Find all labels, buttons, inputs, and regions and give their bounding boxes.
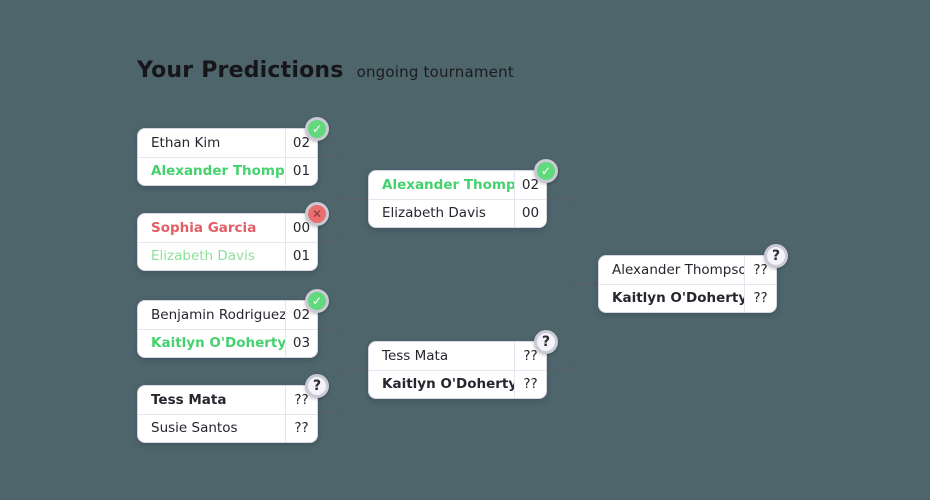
player-row: Alexander Thompson ?? xyxy=(599,256,776,284)
wrong-prediction-badge-icon: ✕ xyxy=(305,202,329,226)
player-score: ?? xyxy=(514,342,546,370)
player-score: 00 xyxy=(285,214,317,242)
pending-match-badge-icon: ? xyxy=(534,330,558,354)
player-row: Alexander Thompson 02 xyxy=(369,171,546,199)
player-name: Kaitlyn O'Doherty xyxy=(382,376,514,393)
connector-round1-top-stub xyxy=(342,199,368,200)
correct-prediction-badge-icon: ✓ xyxy=(534,159,558,183)
player-name: Elizabeth Davis xyxy=(382,205,486,222)
match-card[interactable]: Sophia Garcia 00 Elizabeth Davis 01 ✕ xyxy=(137,202,329,271)
player-name: Susie Santos xyxy=(151,420,238,437)
match-card[interactable]: Tess Mata ?? Susie Santos ?? ? xyxy=(137,374,329,443)
player-row: Elizabeth Davis 01 xyxy=(138,241,317,270)
player-row: Susie Santos ?? xyxy=(138,413,317,442)
player-score: ?? xyxy=(285,386,317,414)
player-name: Elizabeth Davis xyxy=(151,248,255,265)
player-row: Kaitlyn O'Doherty 03 xyxy=(138,328,317,357)
match-card[interactable]: Alexander Thompson 02 Elizabeth Davis 00… xyxy=(368,159,558,228)
pending-match-badge-icon: ? xyxy=(764,244,788,268)
player-name: Kaitlyn O'Doherty xyxy=(151,335,285,352)
player-name: Ethan Kim xyxy=(151,134,221,151)
player-score: 03 xyxy=(285,329,317,357)
player-score: 02 xyxy=(514,171,546,199)
connector-round1-top xyxy=(318,156,342,242)
player-row: Tess Mata ?? xyxy=(138,386,317,414)
player-score: 02 xyxy=(285,301,317,329)
correct-prediction-badge-icon: ✓ xyxy=(305,117,329,141)
match-card[interactable]: Alexander Thompson ?? Kaitlyn O'Doherty … xyxy=(598,244,788,313)
page-subtitle: ongoing tournament xyxy=(356,63,514,81)
player-name: Benjamin Rodriguez xyxy=(151,306,285,323)
match-card[interactable]: Tess Mata ?? Kaitlyn O'Doherty ?? ? xyxy=(368,330,558,399)
player-row: Kaitlyn O'Doherty ?? xyxy=(599,283,776,312)
match-card[interactable]: Benjamin Rodriguez 02 Kaitlyn O'Doherty … xyxy=(137,289,329,358)
player-name: Alexander Thompson xyxy=(151,163,285,180)
player-score: ?? xyxy=(744,284,776,312)
player-row: Benjamin Rodriguez 02 xyxy=(138,301,317,329)
correct-prediction-badge-icon: ✓ xyxy=(305,289,329,313)
connector-round1-bottom xyxy=(318,329,342,413)
pending-match-badge-icon: ? xyxy=(305,374,329,398)
bracket-header: Your Predictions ongoing tournament xyxy=(137,58,514,83)
player-row: Ethan Kim 02 xyxy=(138,129,317,157)
player-name: Kaitlyn O'Doherty xyxy=(612,290,744,307)
player-row: Sophia Garcia 00 xyxy=(138,214,317,242)
player-name: Alexander Thompson xyxy=(612,261,744,278)
connector-round2-stub xyxy=(572,284,598,285)
connector-round1-bottom-stub xyxy=(342,370,368,371)
page-title: Your Predictions xyxy=(137,58,344,83)
player-score: ?? xyxy=(744,256,776,284)
player-score: ?? xyxy=(285,414,317,442)
player-score: 01 xyxy=(285,242,317,270)
player-name: Alexander Thompson xyxy=(382,176,514,193)
player-row: Kaitlyn O'Doherty ?? xyxy=(369,369,546,398)
connector-round2 xyxy=(547,199,572,370)
player-row: Tess Mata ?? xyxy=(369,342,546,370)
player-name: Tess Mata xyxy=(151,391,227,408)
player-name: Tess Mata xyxy=(382,347,449,364)
player-score: 01 xyxy=(285,157,317,185)
player-row: Elizabeth Davis 00 xyxy=(369,198,546,227)
player-row: Alexander Thompson 01 xyxy=(138,156,317,185)
player-score: 00 xyxy=(514,199,546,227)
match-card[interactable]: Ethan Kim 02 Alexander Thompson 01 ✓ xyxy=(137,117,329,186)
player-score: 02 xyxy=(285,129,317,157)
player-score: ?? xyxy=(514,370,546,398)
player-name: Sophia Garcia xyxy=(151,219,257,236)
